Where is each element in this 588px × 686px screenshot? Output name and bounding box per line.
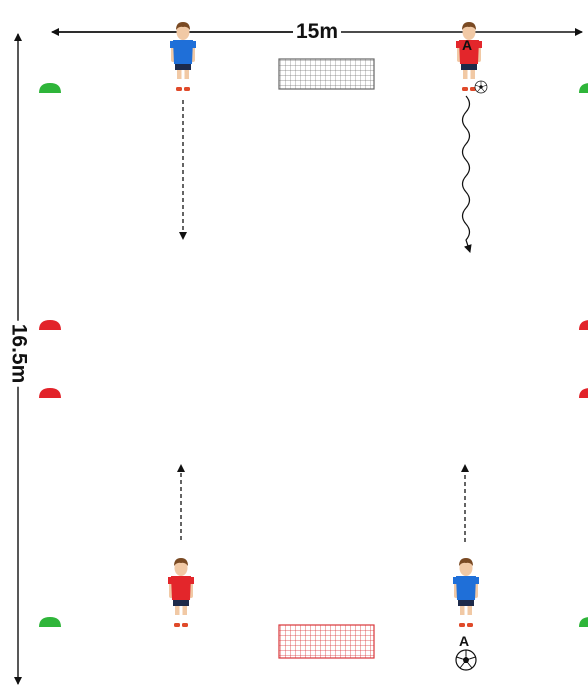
dribble-arrow-top-right	[463, 96, 471, 252]
ball-icon-bottom-right	[456, 650, 476, 670]
player-tag-top-right: A	[462, 38, 472, 52]
cone-red-mid-right-1	[579, 320, 588, 330]
player-blue-bottom-right	[453, 558, 479, 627]
cone-green-top-right	[579, 83, 588, 93]
cone-red-mid-right-2	[579, 388, 588, 398]
cone-red-mid-left-1	[39, 320, 61, 330]
cone-green-top-left	[39, 83, 61, 93]
player-tag-bottom-right: A	[459, 634, 469, 648]
ball-icon-top-right	[475, 81, 487, 93]
cone-green-bottom-left	[39, 617, 61, 627]
goal-top-dark	[279, 59, 374, 89]
player-red-bottom-left	[168, 558, 194, 627]
height-dimension-label: 16.5m	[8, 321, 29, 387]
cone-green-bottom-right	[579, 617, 588, 627]
goal-bottom-red	[279, 625, 374, 658]
width-dimension-label: 15m	[293, 21, 341, 42]
cone-red-mid-left-2	[39, 388, 61, 398]
